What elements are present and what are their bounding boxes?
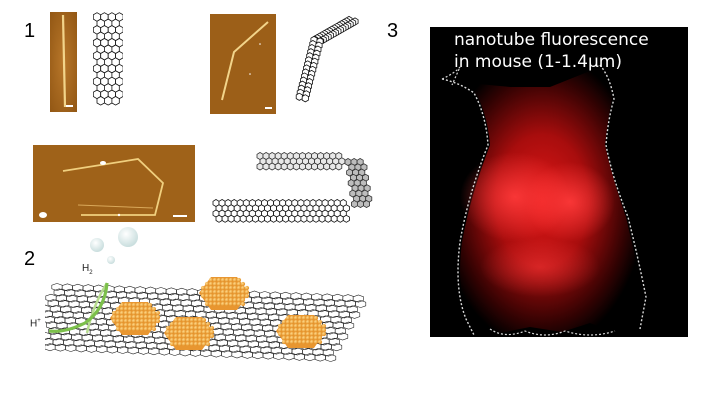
section-label-3: 3: [387, 20, 399, 42]
section-label-2: 2: [24, 248, 36, 270]
hplus-label: H+: [30, 318, 41, 330]
afm-image-bent-nanotube: [210, 14, 276, 114]
nanoparticle-cluster: [164, 317, 215, 350]
fluorescence-caption-line2: in mouse (1-1.4µm): [454, 52, 622, 72]
nanoparticle-cluster: [110, 302, 161, 335]
straight-nanotube-lattice: [92, 12, 124, 112]
mouse-outline: [441, 64, 647, 336]
section-label-1: 1: [24, 20, 36, 42]
h2-bubble-large: [118, 227, 138, 247]
proton-path-arrow: [48, 282, 109, 333]
folded-nanotube-lattice: [210, 148, 375, 228]
mouse-fluorescence-image: nanotube fluorescence in mouse (1-1.4µm): [430, 27, 688, 337]
h2-label: H2: [82, 263, 93, 276]
graphene-catalysis-illustration: [39, 225, 380, 395]
fluorescence-caption-line1: nanotube fluorescence: [454, 30, 649, 50]
bent-nanotube-lattice: [290, 14, 360, 104]
h2-bubble-medium: [90, 238, 104, 252]
afm-image-folded-nanotube: [33, 145, 195, 222]
afm-image-straight-nanotube: [50, 12, 77, 112]
nanoparticle-cluster: [199, 277, 250, 310]
nanoparticle-cluster: [276, 315, 327, 348]
h2-bubble-small: [107, 256, 115, 264]
